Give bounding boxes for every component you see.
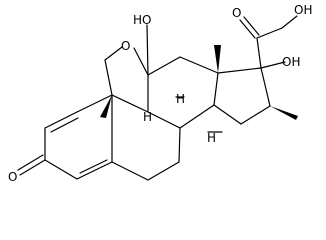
bond-c7-c6 — [147, 161, 180, 181]
bond-c16-c15 — [240, 105, 271, 125]
bond-c20-o-double-a — [239, 19, 256, 39]
bond-c8-c7 — [178, 127, 181, 163]
bond-c9-c10 — [111, 94, 149, 113]
bond-c12-c11 — [147, 56, 181, 76]
bond-c15-c14 — [213, 104, 242, 125]
atom-oh-top-right: OH — [294, 3, 312, 17]
atom-o-ring: O — [121, 39, 130, 53]
atom-oh-c11: HO — [133, 13, 151, 27]
atom-o-ketone-top: O — [232, 6, 241, 20]
bond-c13-c12 — [179, 56, 219, 74]
bond-c11-oh — [146, 24, 149, 76]
bond-c14-c13 — [213, 72, 219, 106]
atom-h-c8: H — [176, 92, 185, 106]
bond-c17-c16 — [260, 67, 271, 107]
bond-c3-c4 — [44, 159, 78, 180]
bond-c20-o-double-b — [243, 16, 260, 36]
wedge-c10-bridge — [100, 95, 112, 118]
bond-c17-c20 — [256, 37, 262, 69]
bond-c10-c1 — [76, 94, 113, 113]
bond-o-c11 — [133, 47, 149, 76]
bond-c4-c5 — [76, 161, 113, 180]
atom-h-c14: H — [207, 131, 216, 145]
atom-o-c3: O — [8, 170, 17, 184]
atom-oh-c17: OH — [282, 55, 300, 69]
bond-c4-c5-inner — [79, 159, 108, 174]
bond-c10-ch2 — [104, 59, 113, 96]
bond-c13-c17 — [217, 67, 262, 74]
bond-c1-c2-inner — [50, 117, 79, 133]
bond-c20-c21 — [256, 27, 283, 39]
bond-c8-c14 — [179, 104, 215, 129]
bond-c17-oh — [260, 61, 286, 69]
bond-c6-c5 — [111, 161, 149, 181]
bond-c1-c2 — [44, 111, 78, 129]
wedge-c16-methyl — [270, 106, 298, 120]
bond-c21-oh — [281, 15, 298, 29]
wedge-c13-methyl — [214, 45, 221, 73]
molecule-structure-diagram: O OH OH HO O H H H O — [8, 3, 312, 184]
atom-h-c9: H — [143, 110, 152, 124]
bond-c9-c8 — [147, 111, 181, 129]
bond-ch2-o — [104, 46, 123, 61]
bond-c3-o — [19, 159, 46, 176]
bond-c3-o-double — [17, 154, 44, 171]
